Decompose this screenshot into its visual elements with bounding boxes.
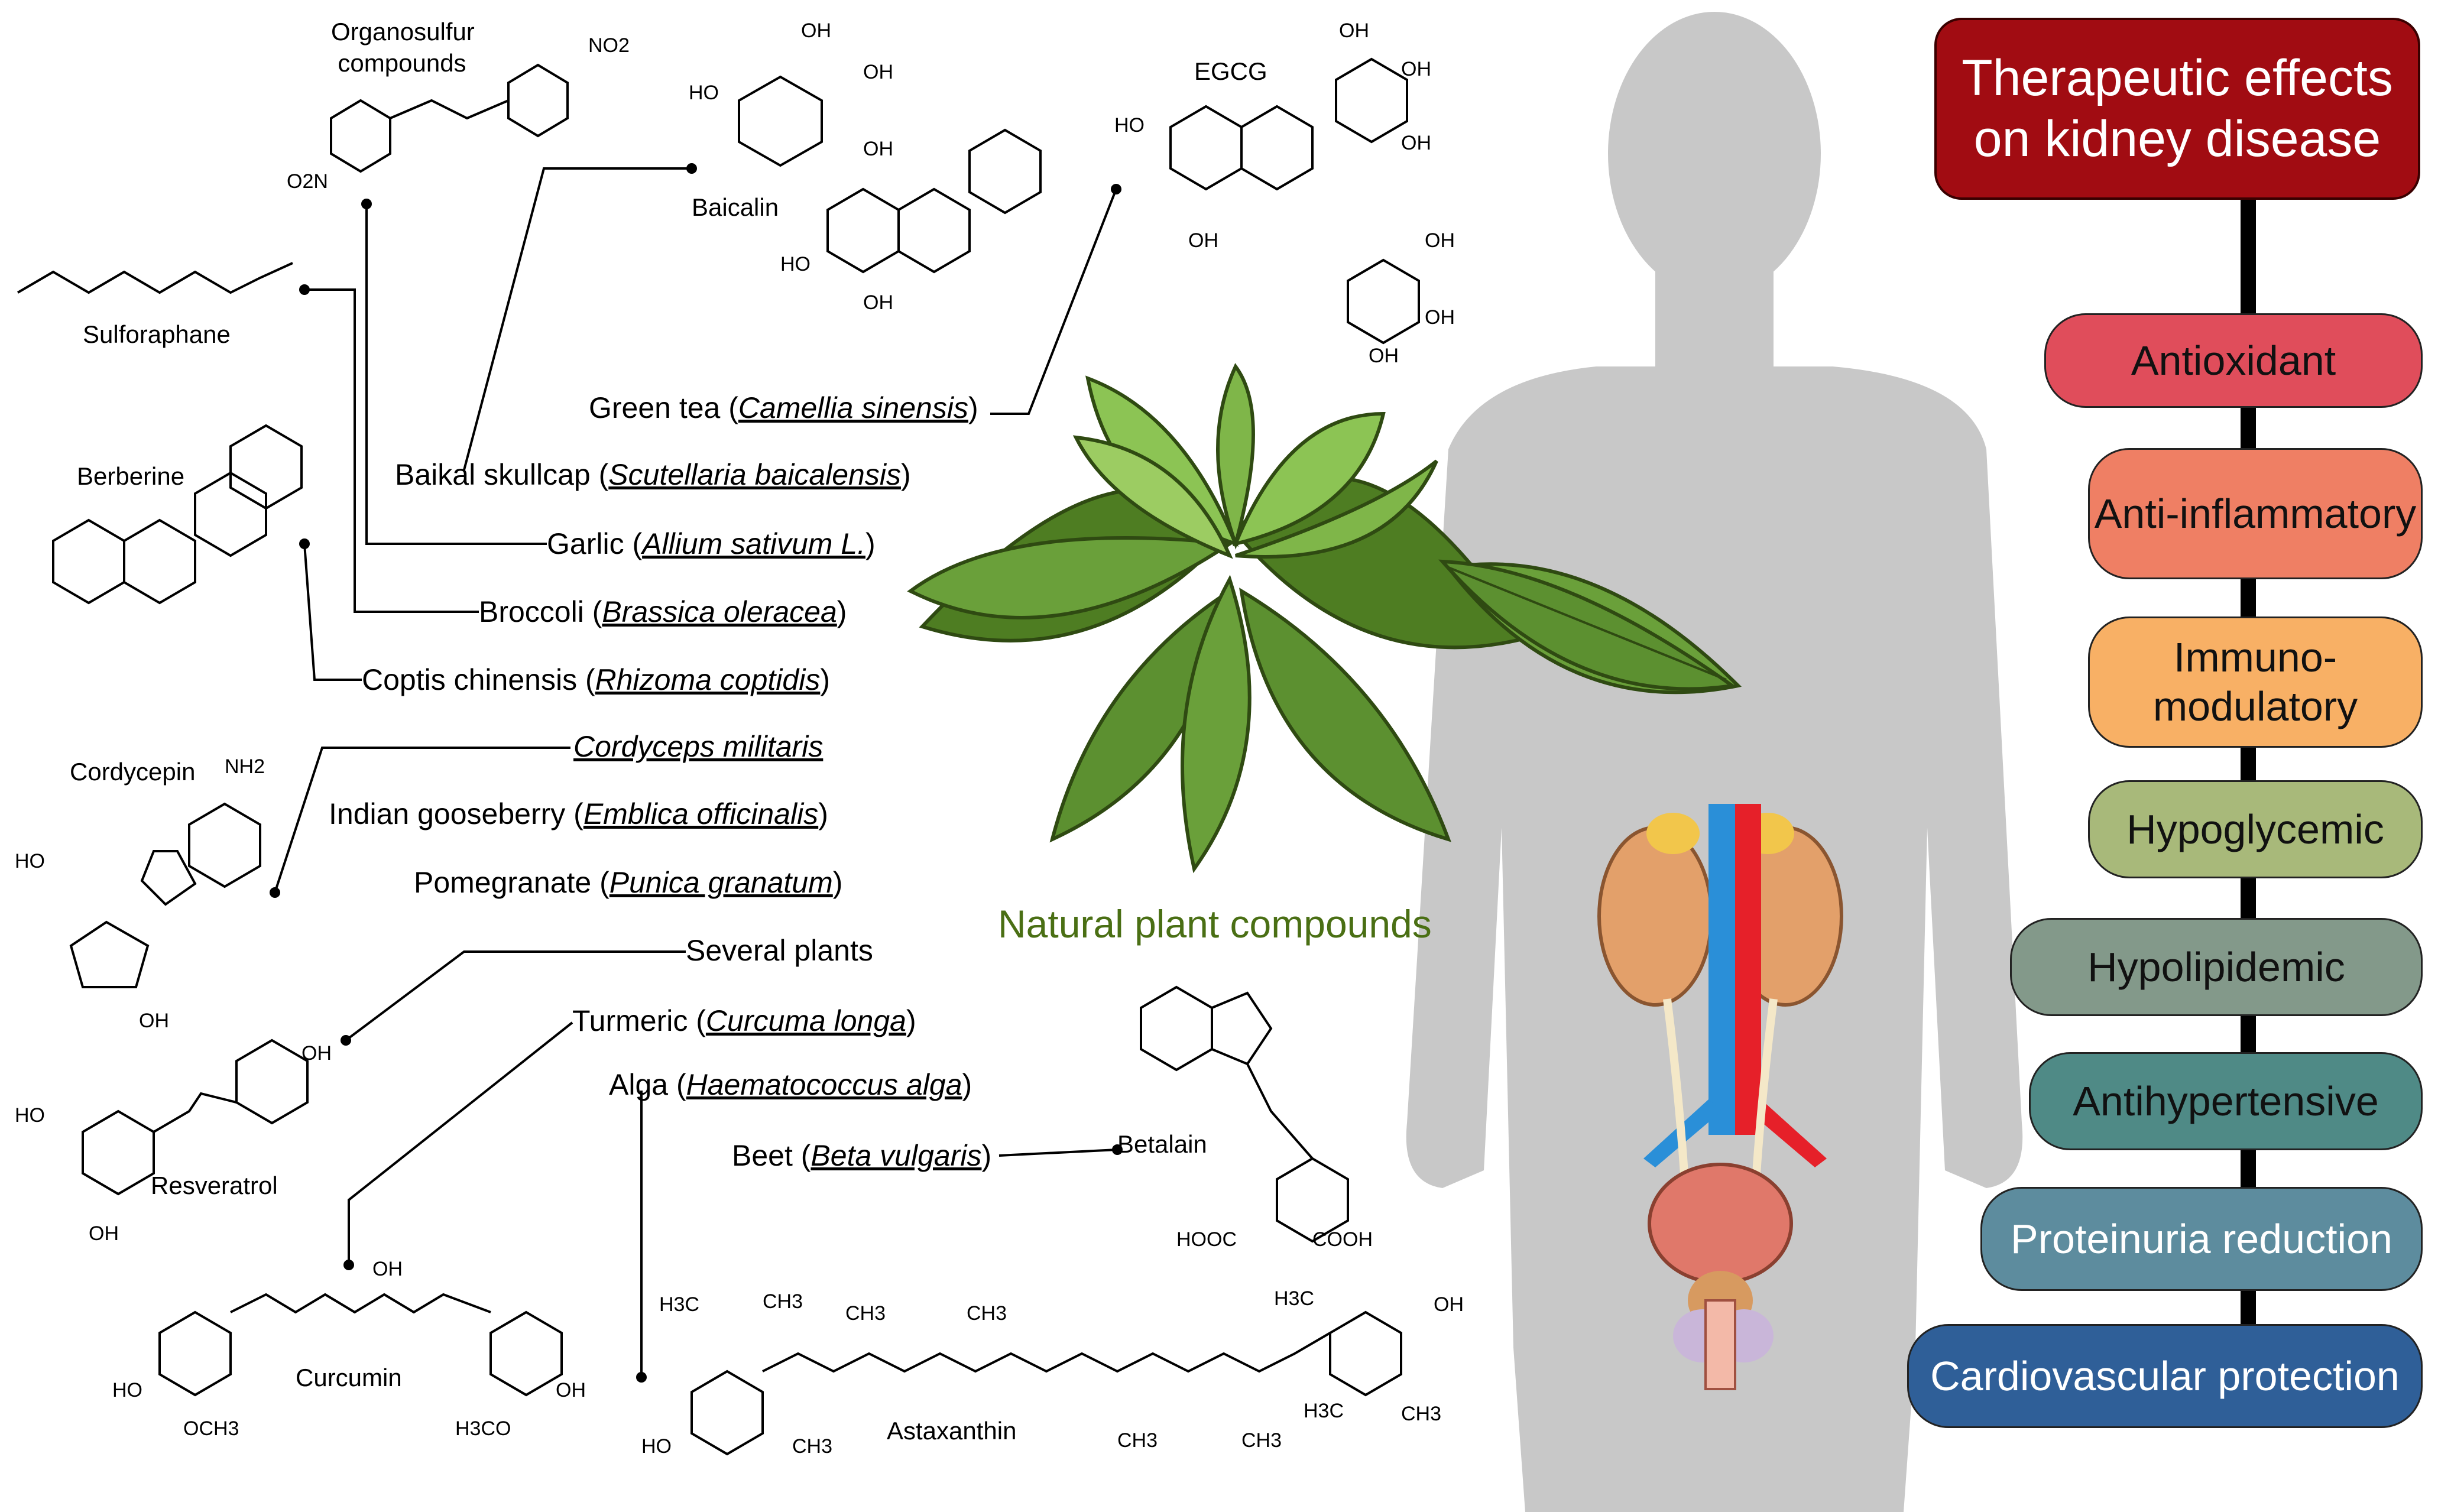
atom-label: OH xyxy=(372,1258,403,1280)
atom-label: H3C xyxy=(659,1293,700,1316)
atom-label: OH xyxy=(1401,132,1431,154)
kidney-urinary-system xyxy=(1597,804,1843,1390)
atom-label: H3C xyxy=(1274,1287,1315,1310)
effect-6: Proteinuria reduction xyxy=(1980,1187,2423,1291)
effect-5: Antihypertensive xyxy=(2029,1052,2423,1150)
atom-label: H3C xyxy=(1304,1400,1344,1422)
effect-3: Hypoglycemic xyxy=(2088,780,2423,878)
atom-label: OH xyxy=(139,1010,169,1032)
effect-1: Anti-inflammatory xyxy=(2088,448,2423,579)
chemical-structures xyxy=(17,57,1420,1456)
atom-label: H3CO xyxy=(455,1417,511,1440)
compound-egcg: EGCG xyxy=(1194,57,1267,85)
source-label-cordyceps: Cordyceps militaris xyxy=(573,730,824,763)
source-label-green-tea: Green tea (Camellia sinensis) xyxy=(589,391,978,424)
atom-label: HO xyxy=(112,1379,142,1401)
diagram-title: Therapeutic effects on kidney disease xyxy=(1934,18,2420,200)
atom-label: OH xyxy=(1339,20,1369,42)
compound-resveratrol: Resveratrol xyxy=(151,1172,278,1199)
atom-label: HO xyxy=(780,253,810,275)
atom-label: CH3 xyxy=(845,1302,886,1325)
atom-label: CH3 xyxy=(763,1290,803,1313)
atom-label: OH xyxy=(1401,58,1431,80)
atom-label: OH xyxy=(301,1042,332,1065)
effect-2: Immuno-modulatory xyxy=(2088,617,2423,748)
source-label-pomegranate: Pomegranate (Punica granatum) xyxy=(414,866,843,899)
atom-label: OH xyxy=(1188,229,1218,252)
atom-label: OH xyxy=(1425,229,1455,252)
atom-label: NO2 xyxy=(588,34,630,57)
atom-label: OH xyxy=(1434,1293,1464,1316)
source-label-turmeric: Turmeric (Curcuma longa) xyxy=(572,1004,916,1037)
source-label-baikal-skullcap: Baikal skullcap (Scutellaria baicalensis… xyxy=(395,458,911,491)
atom-label: COOH xyxy=(1312,1228,1373,1251)
atom-label: OH xyxy=(556,1379,586,1401)
atom-label: HO xyxy=(15,1104,45,1127)
atom-label: HOOC xyxy=(1176,1228,1237,1251)
effect-4: Hypolipidemic xyxy=(2010,918,2423,1016)
compound-sulforaphane: Sulforaphane xyxy=(83,320,231,348)
compound-baicalin: Baicalin xyxy=(692,193,779,221)
atom-label: OH xyxy=(863,61,893,83)
source-label-coptis: Coptis chinensis (Rhizoma coptidis) xyxy=(362,663,830,696)
effect-0: Antioxidant xyxy=(2044,313,2423,408)
atom-label: NH2 xyxy=(225,755,265,778)
source-label-indian-gooseberry: Indian gooseberry (Emblica officinalis) xyxy=(329,797,828,830)
atom-label: OH xyxy=(863,138,893,160)
effect-7: Cardiovascular protection xyxy=(1907,1324,2423,1428)
source-label-garlic: Garlic (Allium sativum L.) xyxy=(547,527,876,560)
source-label-beet: Beet (Beta vulgaris) xyxy=(732,1139,992,1172)
source-label-broccoli: Broccoli (Brassica oleracea) xyxy=(479,595,847,628)
atom-label: CH3 xyxy=(1401,1403,1442,1425)
single-leaf-illustration xyxy=(1438,559,1737,691)
compound-curcumin: Curcumin xyxy=(296,1364,402,1391)
atom-label: HO xyxy=(1114,114,1145,137)
atom-label: OH xyxy=(89,1222,119,1245)
atom-label: CH3 xyxy=(1117,1429,1158,1452)
atom-label: HO xyxy=(641,1435,672,1458)
atom-label: CH3 xyxy=(792,1435,833,1458)
atom-label: OH xyxy=(1369,345,1399,367)
atom-label: OH xyxy=(1425,306,1455,329)
atom-label: CH3 xyxy=(967,1302,1007,1325)
compound-berberine: Berberine xyxy=(77,462,185,490)
atom-label: HO xyxy=(689,82,719,104)
atom-label: CH3 xyxy=(1241,1429,1282,1452)
source-label-several-plants: Several plants xyxy=(686,934,873,967)
compound-organosulfur: Organosulfur compounds xyxy=(331,18,475,77)
atom-label: OH xyxy=(863,291,893,314)
atom-label: OCH3 xyxy=(183,1417,239,1440)
atom-label: OH xyxy=(801,20,831,42)
connector-lines xyxy=(270,163,1123,1383)
atom-label: HO xyxy=(15,850,45,872)
atom-label: O2N xyxy=(287,170,328,193)
compound-cordycepin: Cordycepin xyxy=(70,758,196,786)
source-label-alga: Alga (Haematococcus alga) xyxy=(609,1068,972,1101)
compound-astaxanthin: Astaxanthin xyxy=(887,1417,1017,1445)
compound-betalain: Betalain xyxy=(1117,1130,1207,1158)
center-label: Natural plant compounds xyxy=(998,902,1432,946)
